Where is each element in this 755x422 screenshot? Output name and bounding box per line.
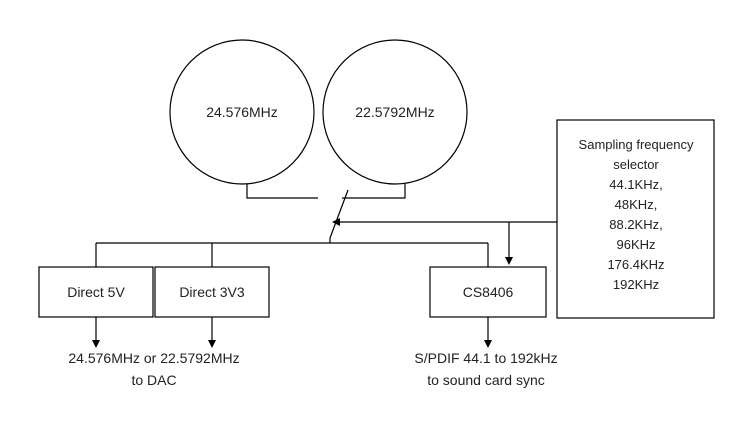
oscillator-24576-circle <box>169 39 315 185</box>
cs8406-block <box>429 266 547 318</box>
direct-5v-block <box>38 266 154 318</box>
selector-line-5: 88.2KHz, <box>609 217 662 232</box>
spdif-output-caption-line2: to sound card sync <box>427 372 545 388</box>
selector-line-6: 96KHz <box>616 237 655 252</box>
selector-line-3: 44.1KHz, <box>609 177 662 192</box>
oscillator-24576-label: 24.576MHz <box>206 104 278 120</box>
direct-5v-label: Direct 5V <box>67 284 125 300</box>
selector-line-1: Sampling frequency <box>579 137 694 152</box>
oscillator-225792-circle <box>322 39 468 185</box>
oscillator-2-lead <box>342 184 406 199</box>
dac-output-caption-line1: 24.576MHz or 22.5792MHz <box>68 350 239 366</box>
cs8406-label: CS8406 <box>463 284 514 300</box>
sampling-frequency-selector-box <box>556 119 715 319</box>
selector-line-4: 48KHz, <box>615 197 658 212</box>
frequency-switch <box>329 189 349 239</box>
spdif-output-caption-line1: S/PDIF 44.1 to 192kHz <box>414 350 557 366</box>
oscillator-1-lead <box>246 184 318 199</box>
selector-line-2: selector <box>613 157 659 172</box>
selector-line-7: 176.4KHz <box>607 257 664 272</box>
oscillator-225792-label: 22.5792MHz <box>355 104 434 120</box>
dac-output-caption-line2: to DAC <box>131 372 176 388</box>
selector-line-8: 192KHz <box>613 277 659 292</box>
direct-3v3-label: Direct 3V3 <box>179 284 245 300</box>
